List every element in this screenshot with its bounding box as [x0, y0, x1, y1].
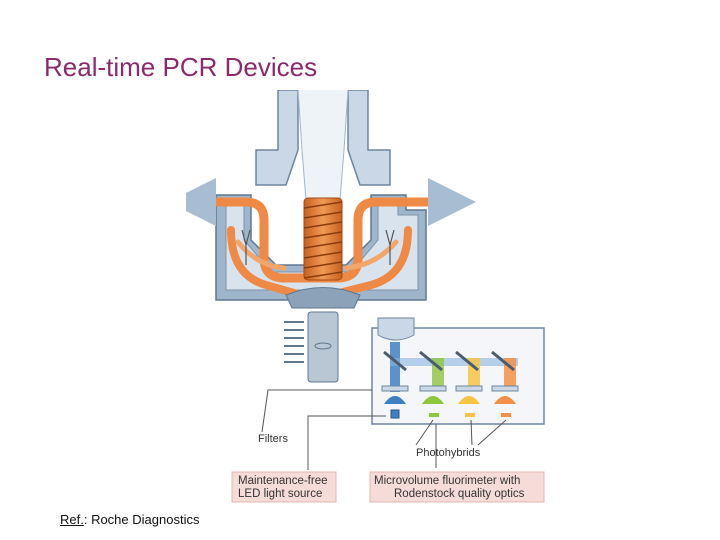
reference-text: : Roche Diagnostics [83, 512, 200, 527]
reference-prefix: Ref. [60, 512, 84, 527]
led-label-line2: LED light source [238, 488, 322, 500]
lightcycler-diagram: Filters Photohybrids Maintenance-free LE… [186, 90, 545, 503]
filters-label: Filters [258, 433, 288, 445]
reference-note: Ref.: Roche Diagnostics [60, 512, 199, 527]
led-source-label: Maintenance-free LED light source [231, 471, 337, 503]
sample-inlet [255, 90, 391, 201]
fluorimeter-label-line2: Rodenstock quality optics [394, 488, 525, 500]
fluorimeter-label: Microvolume fluorimeter with Rodenstock … [369, 471, 545, 503]
leader-lines [261, 389, 507, 470]
heating-coil [303, 197, 343, 281]
temperature-sensors [241, 229, 395, 265]
fluorimeter-label-line1: Microvolume fluorimeter with [374, 475, 520, 487]
fan-assembly [284, 287, 361, 383]
slide-title: Real-time PCR Devices [44, 52, 318, 82]
led-label-line1: Maintenance-free [238, 475, 328, 487]
photohybrids-label: Photohybrids [416, 447, 481, 459]
optics-unit [371, 317, 545, 425]
